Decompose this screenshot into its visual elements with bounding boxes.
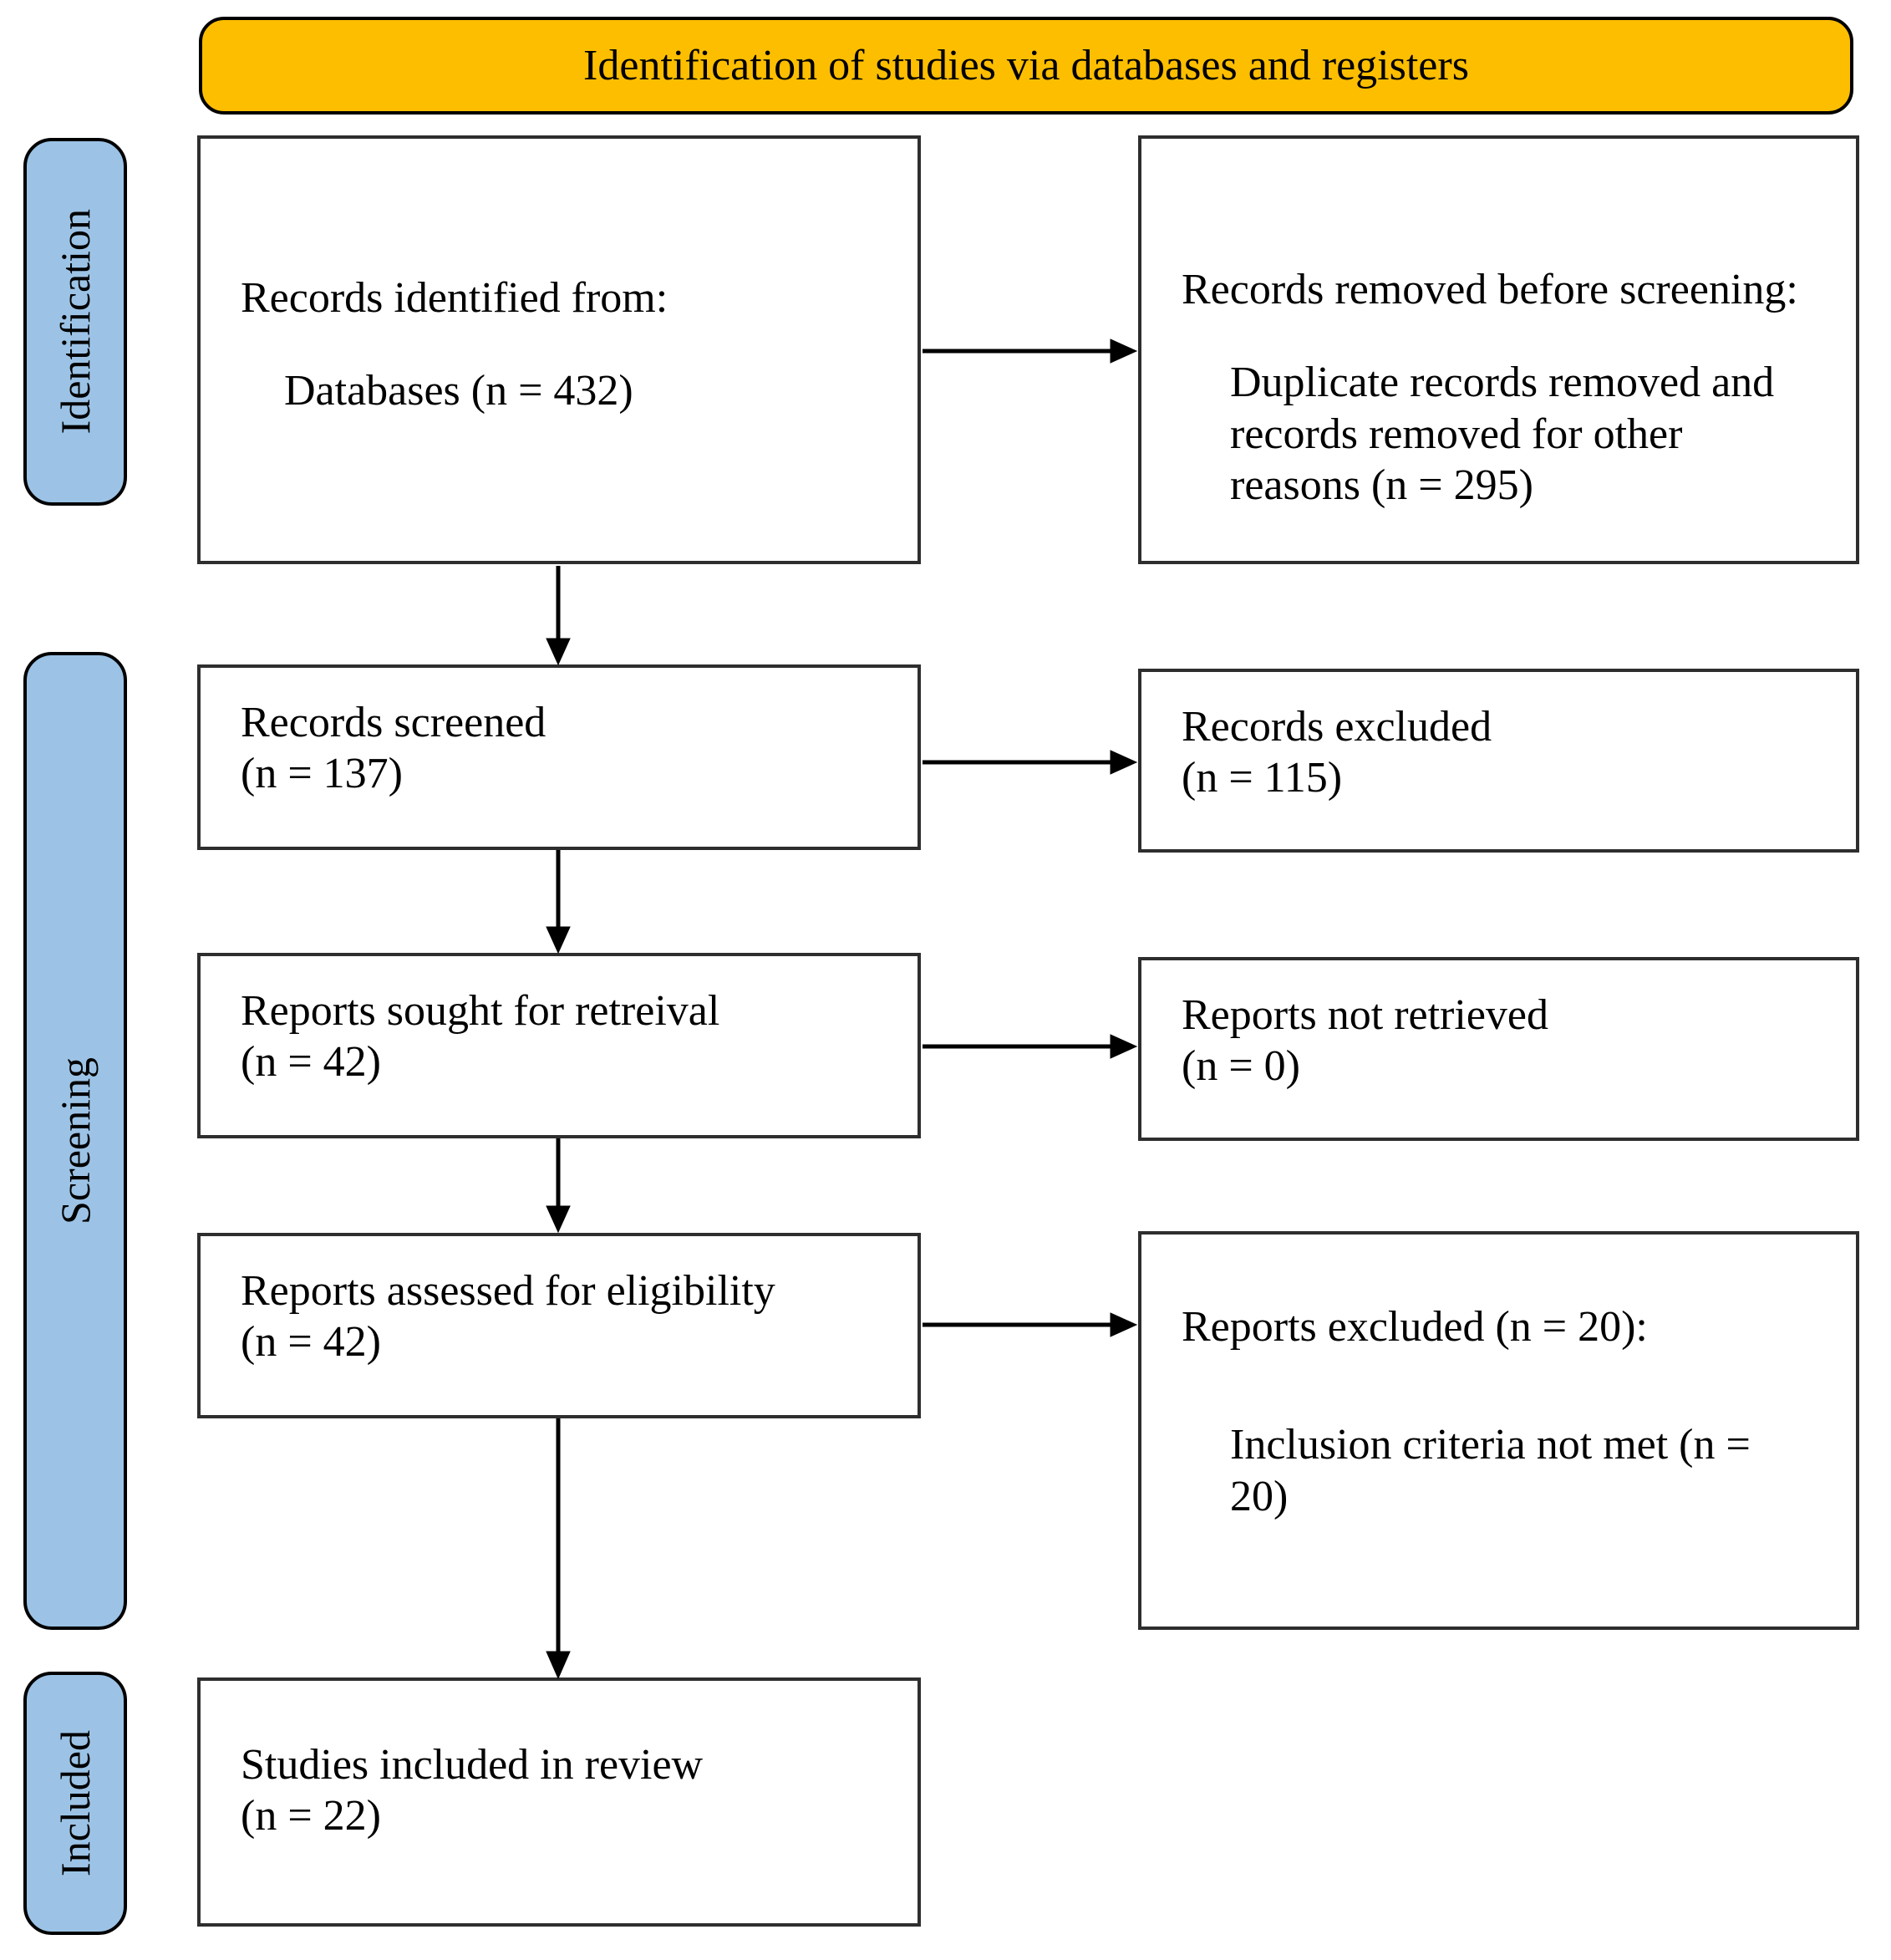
arrow-screened-to-sought (546, 850, 571, 955)
arrow-assessed-to-included (546, 1418, 571, 1680)
reports-excluded-detail: Inclusion criteria not met (n = 20) (1230, 1421, 1751, 1520)
box-reports-assessed-for-eligibility: Reports assessed for eligibility (n = 42… (197, 1233, 921, 1418)
arrow-identified-to-removed (923, 339, 1138, 364)
records-removed-detail: Duplicate records removed and records re… (1230, 359, 1775, 510)
reports-not-retrieved-line2: (n = 0) (1182, 1042, 1300, 1091)
reports-not-retrieved-line1: Reports not retrieved (1182, 991, 1548, 1039)
records-identified-detail: Databases (n = 432) (284, 367, 633, 415)
studies-included-line2: (n = 22) (241, 1792, 381, 1840)
records-identified-heading: Records identified from: (241, 274, 668, 322)
records-excluded-line1: Records excluded (1182, 703, 1492, 751)
reports-assessed-line2: (n = 42) (241, 1318, 381, 1367)
records-excluded-line2: (n = 115) (1182, 754, 1343, 802)
stage-label-screening-text: Screening (52, 1057, 99, 1224)
box-records-screened: Records screened (n = 137) (197, 664, 921, 850)
studies-included-line1: Studies included in review (241, 1741, 704, 1789)
stage-label-included-text: Included (52, 1730, 99, 1876)
stage-label-identification: Identification (23, 138, 127, 506)
box-reports-not-retrieved: Reports not retrieved (n = 0) (1138, 957, 1859, 1141)
box-reports-sought-for-retrieval: Reports sought for retreival (n = 42) (197, 953, 921, 1138)
reports-excluded-heading: Reports excluded (n = 20): (1182, 1303, 1648, 1351)
arrow-screened-to-excluded (923, 750, 1138, 775)
box-records-removed-before-screening: Records removed before screening: Duplic… (1138, 135, 1859, 564)
reports-assessed-line1: Reports assessed for eligibility (241, 1267, 775, 1315)
records-screened-line1: Records screened (241, 699, 546, 746)
arrow-identified-to-screened (546, 566, 571, 666)
arrow-sought-to-not-retrieved (923, 1034, 1138, 1059)
box-reports-excluded: Reports excluded (n = 20): Inclusion cri… (1138, 1231, 1859, 1630)
banner-title: Identification of studies via databases … (583, 42, 1469, 89)
box-records-identified: Records identified from: Databases (n = … (197, 135, 921, 564)
box-records-excluded: Records excluded (n = 115) (1138, 669, 1859, 853)
banner-identification-of-studies: Identification of studies via databases … (199, 17, 1853, 115)
records-screened-line2: (n = 137) (241, 750, 403, 798)
arrow-assessed-to-reports-excluded (923, 1312, 1138, 1337)
stage-label-screening: Screening (23, 652, 127, 1630)
reports-sought-line1: Reports sought for retreival (241, 987, 720, 1035)
arrow-sought-to-assessed (546, 1138, 571, 1234)
stage-label-included: Included (23, 1672, 127, 1935)
reports-sought-line2: (n = 42) (241, 1038, 381, 1087)
box-studies-included-in-review: Studies included in review (n = 22) (197, 1677, 921, 1927)
stage-label-identification-text: Identification (52, 209, 99, 435)
records-removed-heading: Records removed before screening: (1182, 266, 1798, 313)
